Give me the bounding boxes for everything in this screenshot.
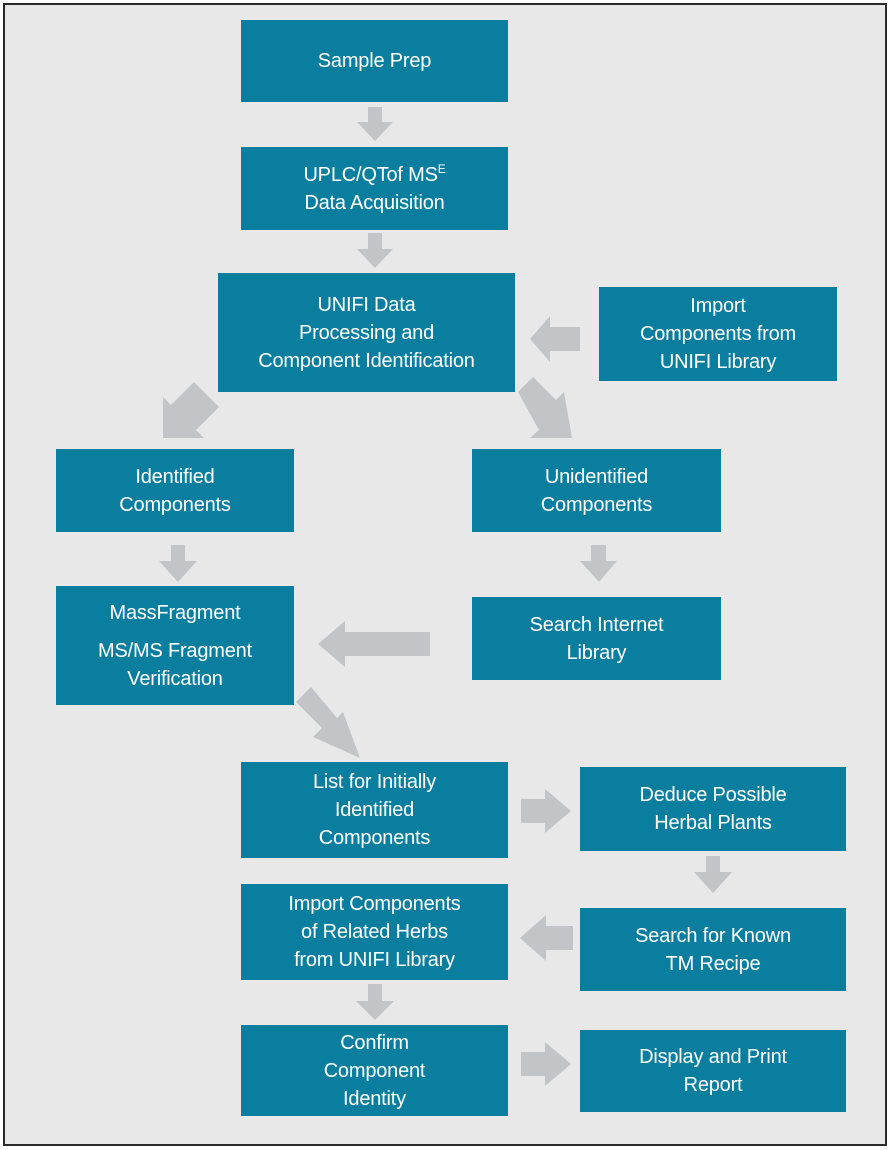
node-label: Unidentified	[544, 465, 649, 488]
node-label: Components from	[640, 323, 796, 345]
arrow-identified-to-massfragment	[159, 545, 197, 582]
arrow-confirm-to-display	[521, 1042, 571, 1086]
node-import-library: Import Components from UNIFI Library	[599, 287, 837, 381]
node-title: MassFragment	[109, 601, 241, 624]
node-label: UNIFI Data	[317, 293, 416, 316]
node-label: Components	[540, 493, 653, 516]
node-search-internet: Search Internet Library	[472, 597, 721, 680]
node-label: Identified	[334, 799, 415, 821]
node-label: Import Components	[288, 893, 461, 915]
node-label: Component Identification	[258, 349, 475, 372]
node-label: Library	[566, 641, 627, 664]
node-label: Confirm	[340, 1031, 409, 1054]
node-identified-components: Identified Components	[56, 449, 294, 532]
node-label: Components	[318, 827, 431, 849]
node-confirm-identity: Confirm Component Identity	[241, 1025, 508, 1116]
node-label: UPLC/QTof MSE	[303, 161, 445, 189]
node-label: TM Recipe	[665, 952, 761, 975]
arrow-deduce-to-recipe	[694, 856, 732, 893]
node-label: Identity	[343, 1087, 406, 1110]
node-label: Deduce Possible	[639, 784, 787, 806]
arrow-acquisition-to-processing	[357, 233, 393, 268]
node-label-superscript: E	[437, 161, 446, 176]
node-label: Import	[690, 295, 746, 317]
node-label: Components	[119, 493, 231, 516]
arrow-processing-to-unidentified	[518, 377, 572, 438]
node-label: Processing and	[298, 321, 435, 344]
arrow-sample-to-acquisition	[357, 107, 393, 141]
arrow-import-related-to-confirm	[356, 984, 394, 1020]
node-label: Search for Known	[635, 924, 791, 947]
node-label: Sample Prep	[317, 50, 432, 72]
node-list-initial: List for Initially Identified Components	[241, 762, 508, 858]
node-sample-prep: Sample Prep	[241, 20, 508, 102]
node-display-report: Display and Print Report	[580, 1030, 846, 1112]
node-label: Report	[683, 1074, 743, 1096]
node-label: Data Acquisition	[304, 191, 445, 214]
node-label: List for Initially	[312, 771, 437, 793]
node-label: Identified	[135, 465, 215, 488]
arrow-unidentified-to-search	[580, 545, 617, 582]
node-massfragment: MassFragment MS/MS Fragment Verification	[56, 586, 294, 705]
node-unifi-processing: UNIFI Data Processing and Component Iden…	[218, 273, 515, 392]
node-label: Display and Print	[639, 1046, 787, 1068]
node-label-main: UPLC/QTof MS	[303, 163, 438, 186]
arrow-massfragment-to-list	[296, 687, 360, 758]
arrow-import-to-processing	[530, 316, 580, 362]
node-unidentified-components: Unidentified Components	[472, 449, 721, 532]
arrow-processing-to-identified	[163, 382, 219, 438]
node-search-recipe: Search for Known TM Recipe	[580, 908, 846, 991]
arrow-search-to-massfragment	[318, 621, 430, 667]
node-label: Verification	[127, 667, 223, 690]
node-label: Herbal Plants	[654, 812, 772, 834]
node-label: Component	[323, 1059, 426, 1082]
node-label: Search Internet	[529, 613, 664, 636]
node-data-acquisition: UPLC/QTof MSE Data Acquisition	[241, 147, 508, 230]
node-import-related: Import Components of Related Herbs from …	[241, 884, 508, 980]
arrow-recipe-to-import-related	[520, 915, 573, 961]
node-label: UNIFI Library	[659, 351, 777, 373]
node-deduce-plants: Deduce Possible Herbal Plants	[580, 767, 846, 851]
arrow-list-to-deduce	[521, 789, 571, 833]
node-label: from UNIFI Library	[294, 949, 455, 971]
node-label: MS/MS Fragment	[98, 639, 252, 662]
node-label: of Related Herbs	[301, 921, 448, 943]
